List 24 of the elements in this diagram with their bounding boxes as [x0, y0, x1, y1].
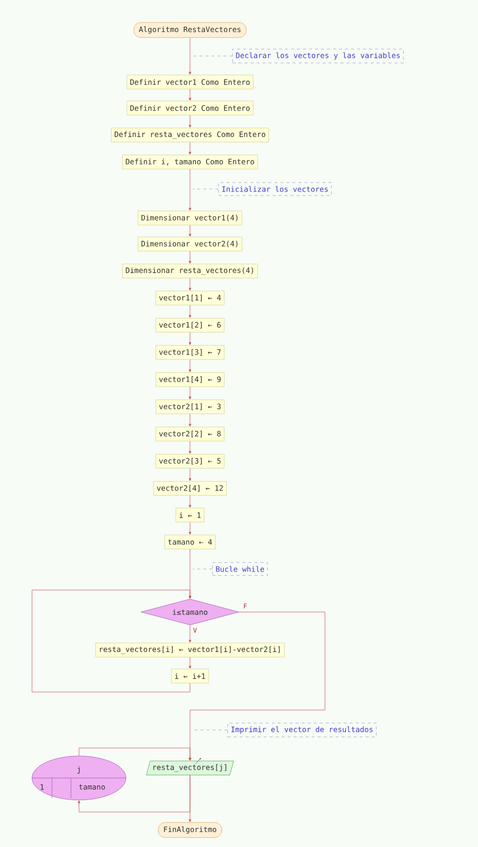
- arrow: [188, 657, 192, 668]
- arrow: [188, 775, 192, 822]
- arrow: [32, 590, 192, 692]
- arrow: [188, 225, 192, 236]
- arrow: [188, 386, 192, 400]
- arrow: [188, 89, 192, 100]
- arrow: [188, 169, 192, 210]
- arrow: [188, 441, 192, 454]
- arrow: [188, 625, 192, 642]
- arrow: [188, 142, 192, 154]
- leader-line: [192, 568, 212, 570]
- arrow: [188, 468, 192, 481]
- arrow: [188, 278, 192, 290]
- arrow: [188, 251, 192, 264]
- arrow: [188, 495, 192, 508]
- arrow: [188, 359, 192, 372]
- leader-line: [192, 188, 219, 190]
- arrow: [188, 522, 192, 534]
- arrow: [188, 115, 192, 128]
- arrow: [188, 332, 192, 345]
- arrow: [188, 414, 192, 426]
- arrow: [78, 748, 192, 760]
- arrow: [188, 38, 192, 74]
- arrow: [188, 305, 192, 318]
